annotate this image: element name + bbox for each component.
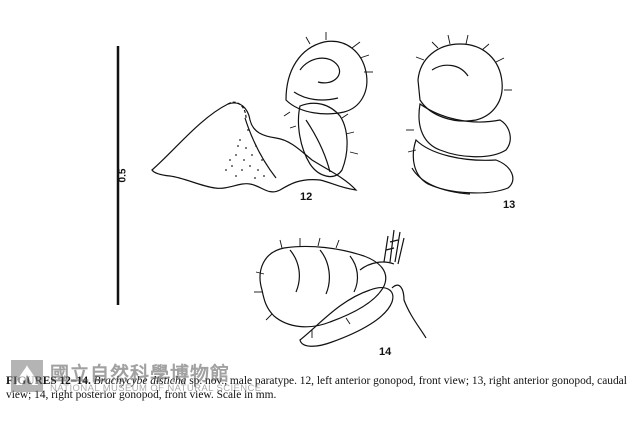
caption-lead: FIGURES 12–14. [6,375,91,387]
drawing-fig-14 [254,229,427,347]
figure-label-13: 13 [503,199,516,211]
figure-caption: FIGURES 12–14. Brachycybe disticha sp. n… [6,374,636,402]
drawing-fig-12 [151,32,373,193]
drawing-fig-13 [406,34,514,195]
caption-body: sp. nov., male paratype. 12, left anteri… [6,375,627,401]
figure-label-12: 12 [300,191,313,203]
figure-label-14: 14 [379,346,392,358]
scale-label: 0.5 [117,168,129,183]
gonopod-figure-plate [116,32,514,347]
caption-species: Brachycybe disticha [93,375,187,387]
